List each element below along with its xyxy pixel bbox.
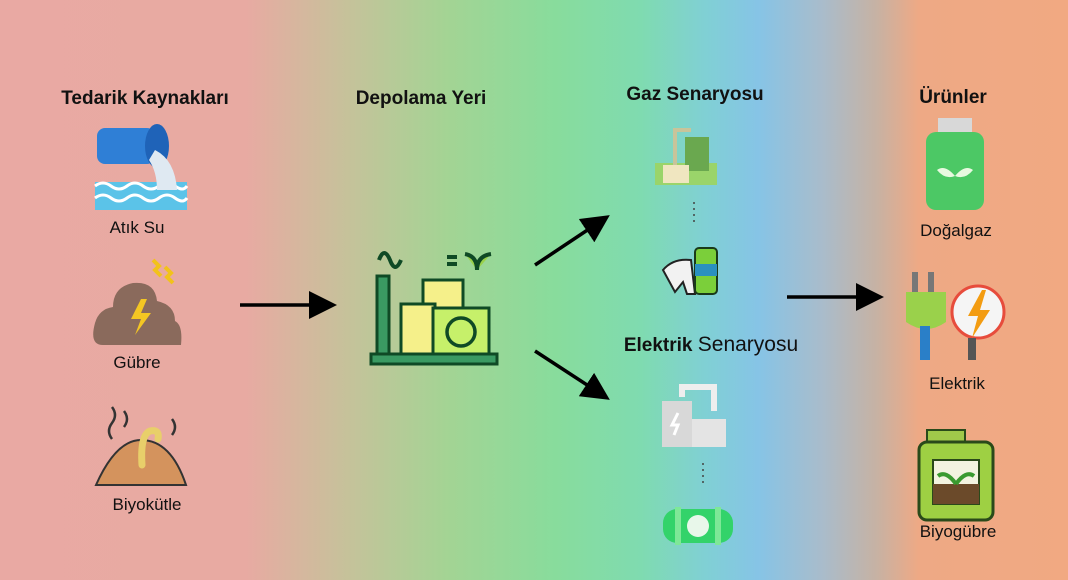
green-tank-icon [663,507,733,545]
electric-scenario-title-b: Senaryosu [697,333,799,356]
manure-icon [93,258,182,345]
gas-dots-separator [693,202,695,226]
product-label-electricity: Elektrik [929,374,985,393]
cow-gas-cylinder-icon [661,247,718,295]
sources-title: Tedarik Kaynakları [61,88,229,109]
gas-scenario-title: Gaz Senaryosu [626,84,764,105]
biogas-factory-icon [369,251,499,366]
arrow-storage-to-electric [534,349,610,400]
source-label-manure: Gübre [113,353,161,372]
electric-scenario-title: Elektrik Senaryosu [624,333,798,357]
gas-cylinder-icon [926,118,984,210]
products-title: Ürünler [919,87,987,108]
biogas-plant-icon [655,128,717,185]
source-label-biomass: Biyokütle [112,495,182,514]
source-label-wastewater: Atık Su [109,218,165,237]
product-label-biofertilizer: Biyogübre [919,522,997,541]
power-plant-icon [662,384,726,447]
product-label-natural-gas: Doğalgaz [920,221,992,240]
storage-title: Depolama Yeri [355,88,487,109]
biofertilizer-can-icon [917,429,995,522]
plug-lightning-icon [906,272,1006,360]
electric-scenario-title-a: Elektrik [623,335,693,356]
electric-dots-separator [702,463,704,487]
wastewater-pipe-icon [94,124,189,210]
arrow-storage-to-gas [534,215,610,267]
biomass-icon [94,406,188,486]
